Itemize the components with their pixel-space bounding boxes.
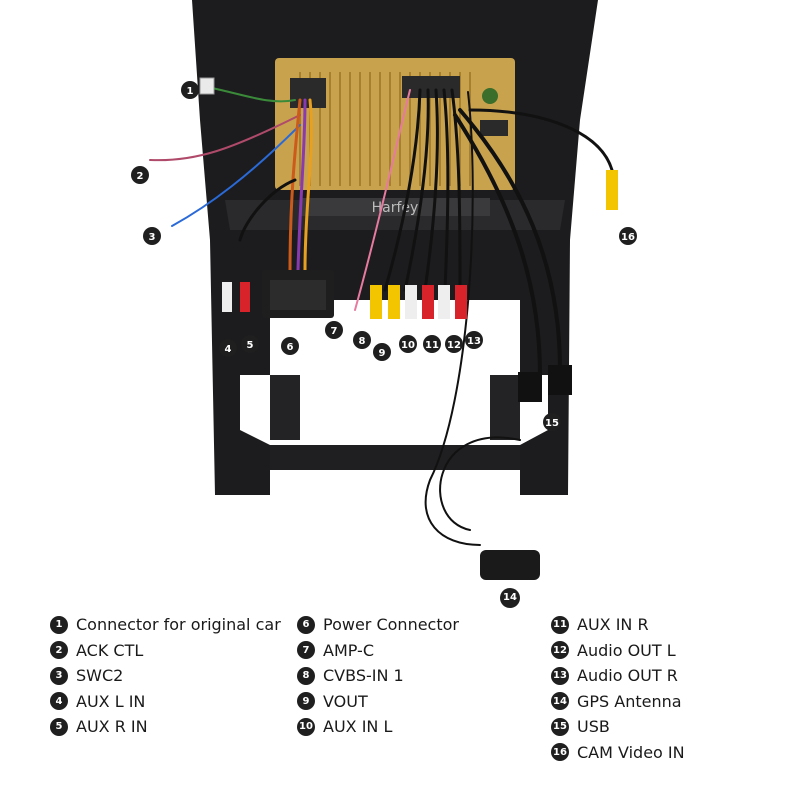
legend-item-ack-ctl: 2 ACK CTL: [50, 638, 281, 664]
svg-text:4: 4: [225, 344, 232, 355]
legend-label: Audio OUT R: [577, 666, 678, 686]
legend-number: 13: [551, 666, 569, 685]
legend-number: 11: [551, 615, 569, 634]
legend-item-aux-in-l: 10 AUX IN L: [297, 714, 459, 740]
callout-16: [619, 227, 637, 245]
legend-number: 15: [551, 717, 569, 736]
legend-label: Audio OUT L: [577, 640, 676, 660]
legend-item-aux-l-in: 4 AUX L IN: [50, 689, 281, 715]
legend-label: SWC2: [76, 666, 124, 686]
svg-text:5: 5: [247, 340, 254, 351]
legend-label: AUX L IN: [76, 691, 146, 711]
callout-11: [423, 335, 441, 353]
svg-text:1: 1: [187, 86, 194, 97]
svg-text:10: 10: [401, 340, 415, 351]
legend-number: 1: [50, 615, 68, 634]
callout-2: [131, 166, 149, 184]
legend-item-cam-video-in: 16 CAM Video IN: [551, 740, 685, 766]
legend-item-aux-in-r: 11 AUX IN R: [551, 612, 685, 638]
legend-number: 5: [50, 717, 68, 736]
legend-label: AMP-C: [323, 640, 374, 660]
callout-6: [281, 337, 299, 355]
connectors: [199, 77, 618, 580]
callout-7: [325, 321, 343, 339]
svg-text:2: 2: [137, 171, 144, 182]
legend-label: VOUT: [323, 691, 368, 711]
callout-12: [445, 335, 463, 353]
svg-text:13: 13: [467, 336, 481, 347]
callout-15: [543, 413, 561, 431]
legend-item-swc2: 3 SWC2: [50, 663, 281, 689]
legend-label: Connector for original car: [76, 615, 281, 635]
callout-13: [465, 331, 483, 349]
legend-item-gps-antenna: 14 GPS Antenna: [551, 689, 685, 715]
legend-label: USB: [577, 717, 610, 737]
legend-number: 2: [50, 641, 68, 660]
legend-label: CAM Video IN: [577, 742, 685, 762]
svg-text:11: 11: [425, 340, 439, 351]
legend-label: AUX R IN: [76, 717, 148, 737]
callout-10: [399, 335, 417, 353]
legend-item-amp-c: 7 AMP-C: [297, 638, 459, 664]
svg-text:7: 7: [331, 326, 338, 337]
legend-number: 3: [50, 666, 68, 685]
legend-number: 16: [551, 743, 569, 762]
legend-label: ACK CTL: [76, 640, 144, 660]
callout-1: [181, 81, 199, 99]
legend-item-power-connector: 6 Power Connector: [297, 612, 459, 638]
legend-item-vout: 9 VOUT: [297, 689, 459, 715]
product-photo: Harfey: [131, 0, 637, 580]
wiring-harness: [149, 87, 614, 546]
brand-strip: [300, 198, 490, 216]
legend-number: 12: [551, 641, 569, 660]
callout-8: [353, 331, 371, 349]
svg-text:6: 6: [287, 342, 294, 353]
legend-number: 10: [297, 717, 315, 736]
legend-column-2: 6 Power Connector 7 AMP-C 8 CVBS-IN 1 9 VOUT…: [297, 612, 459, 740]
head-unit: [275, 58, 515, 190]
legend-number: 9: [297, 692, 315, 711]
legend-item-aux-r-in: 5 AUX R IN: [50, 714, 281, 740]
svg-text:9: 9: [379, 348, 386, 359]
svg-text:12: 12: [447, 340, 461, 351]
legend-item-audio-out-l: 12 Audio OUT L: [551, 638, 685, 664]
svg-text:16: 16: [621, 232, 635, 243]
legend-label: Power Connector: [323, 615, 459, 635]
callout-4: [219, 339, 237, 357]
legend-item-cvbs-in-1: 8 CVBS-IN 1: [297, 663, 459, 689]
callout-9: [373, 343, 391, 361]
legend-number: 6: [297, 615, 315, 634]
callout-14: 14: [500, 588, 520, 608]
legend-column-1: 1 Connector for original car 2 ACK CTL 3 SW…: [50, 612, 281, 740]
legend-number: 7: [297, 641, 315, 660]
legend-column-3: 11 AUX IN R 12 Audio OUT L 13 Audio OUT R 1…: [551, 612, 685, 765]
callout-3: [143, 227, 161, 245]
legend-item-audio-out-r: 13 Audio OUT R: [551, 663, 685, 689]
callout-5: [241, 335, 259, 353]
svg-text:8: 8: [359, 336, 366, 347]
legend-number: 14: [551, 692, 569, 711]
legend-label: AUX IN L: [323, 717, 393, 737]
legend-label: CVBS-IN 1: [323, 666, 404, 686]
legend-item-connector-original: 1 Connector for original car: [50, 612, 281, 638]
svg-text:3: 3: [149, 232, 156, 243]
legend-item-usb: 15 USB: [551, 714, 685, 740]
svg-text:15: 15: [545, 418, 559, 429]
legend-label: GPS Antenna: [577, 691, 682, 711]
legend-label: AUX IN R: [577, 615, 649, 635]
callouts: 1 2 3 4 5 6 7 8 9 10 11 12 13 15 16: [131, 81, 637, 431]
brand-text: Harfey: [372, 200, 419, 216]
legend-number: 8: [297, 666, 315, 685]
legend-number: 4: [50, 692, 68, 711]
